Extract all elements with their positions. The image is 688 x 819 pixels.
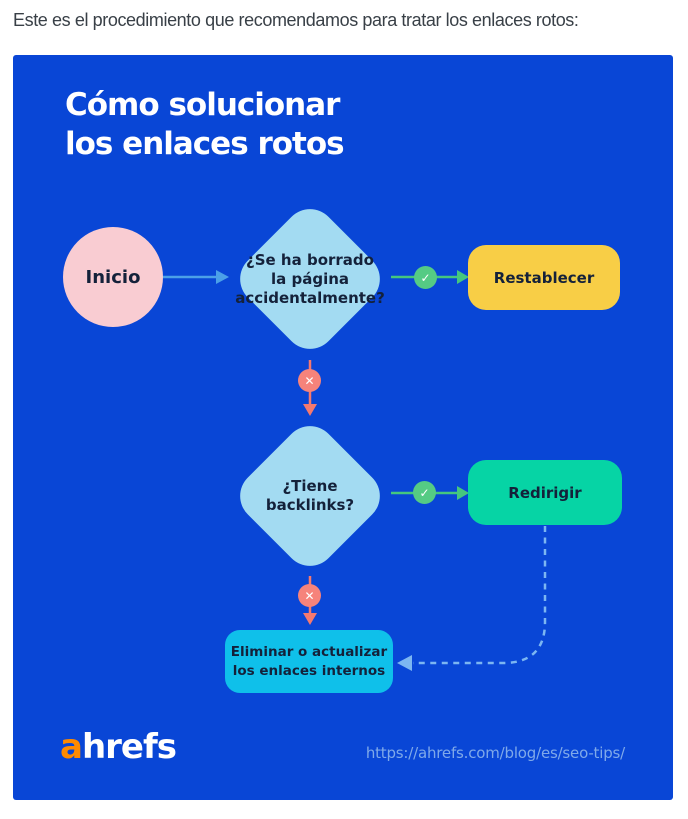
- check-icon: ✓: [414, 266, 437, 289]
- node-start: Inicio: [63, 227, 163, 327]
- ahrefs-logo: ahrefs: [60, 727, 177, 767]
- node-restablecer-label: Restablecer: [493, 268, 595, 287]
- infographic-panel: Cómo solucionar los enlaces rotos Inicio: [13, 55, 673, 800]
- node-redirigir: Redirigir: [468, 460, 622, 525]
- node-start-label: Inicio: [85, 266, 141, 288]
- cross-icon: ✕: [298, 369, 321, 392]
- infographic-title: Cómo solucionar los enlaces rotos: [65, 87, 345, 162]
- arrowhead-decision1-decision2: [303, 404, 317, 416]
- node-decision1-label: ¿Se ha borrado la página accidentalmente…: [235, 250, 385, 307]
- ahrefs-logo-rest: hrefs: [81, 727, 177, 767]
- check-icon: ✓: [413, 481, 436, 504]
- source-url: https://ahrefs.com/blog/es/seo-tips/: [365, 744, 625, 762]
- arrowhead-decision2-eliminar: [303, 613, 317, 625]
- node-redirigir-label: Redirigir: [508, 483, 582, 502]
- node-decision2: ¿Tiene backlinks?: [229, 415, 391, 577]
- node-restablecer: Restablecer: [468, 245, 620, 310]
- cross-icon: ✕: [298, 584, 321, 607]
- node-eliminar: Eliminar o actualizar los enlaces intern…: [225, 630, 393, 693]
- node-decision2-label: ¿Tiene backlinks?: [265, 477, 355, 514]
- arrowhead-decision2-redirigir: [457, 486, 469, 500]
- ahrefs-logo-a: a: [60, 727, 83, 767]
- node-decision1: ¿Se ha borrado la página accidentalmente…: [229, 198, 391, 360]
- arrowhead-decision1-restablecer: [457, 270, 469, 284]
- node-eliminar-label: Eliminar o actualizar los enlaces intern…: [230, 643, 388, 679]
- edge-redirigir-eliminar-dashed: [413, 526, 547, 665]
- intro-text: Este es el procedimiento que recomendamo…: [13, 10, 579, 30]
- arrowhead-redirigir-eliminar: [397, 655, 412, 671]
- arrowhead-start-decision1: [216, 270, 229, 284]
